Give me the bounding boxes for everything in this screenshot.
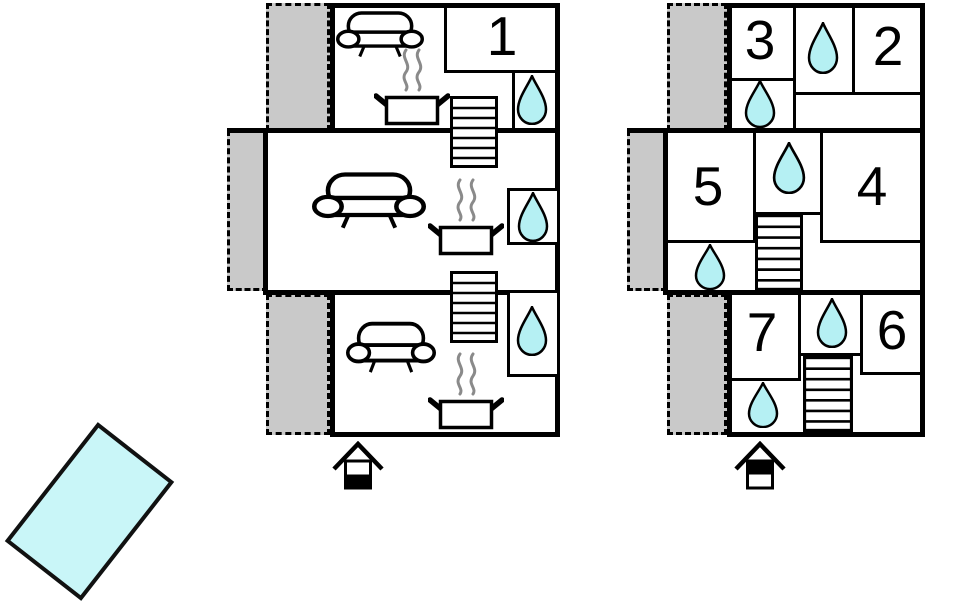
terrace-left-middle — [227, 130, 268, 291]
room-3-label: 3 — [744, 8, 776, 71]
room-1-label: 1 — [486, 4, 518, 67]
sofa-icon — [312, 172, 426, 229]
terrace-right-top — [667, 3, 727, 131]
water-drop-icon — [516, 306, 548, 356]
wall-room5-bottom — [663, 240, 756, 243]
stove-icon — [374, 48, 450, 126]
stove-icon — [428, 178, 504, 256]
entrance-icon-lower — [332, 441, 384, 490]
wall-bath-top-left — [512, 70, 515, 130]
stove-icon — [428, 352, 504, 430]
water-drop-icon — [747, 382, 779, 428]
wall-segment — [627, 128, 667, 133]
room-4-label: 4 — [856, 154, 888, 217]
water-drop-icon — [772, 142, 806, 194]
wall-hall-top — [793, 92, 925, 95]
wall-room6-bottom — [860, 372, 925, 375]
water-drop-icon — [517, 192, 549, 242]
terrace-right-middle — [627, 130, 667, 291]
entrance-icon-upper — [734, 441, 786, 490]
wall-room1-left — [444, 3, 447, 73]
room-6-label: 6 — [876, 298, 908, 361]
wall-room4-left — [820, 133, 823, 243]
terrace-right-bottom — [667, 294, 727, 435]
stairs-icon — [450, 96, 498, 168]
wall-segment — [263, 290, 333, 295]
water-drop-icon — [694, 244, 726, 290]
terrace-left-top — [266, 3, 330, 131]
water-drop-icon — [516, 75, 548, 125]
bathroom-box-bottom — [507, 290, 560, 377]
terrace-left-bottom — [266, 294, 330, 435]
water-drop-icon — [744, 80, 776, 128]
wall-room6-left — [860, 290, 863, 375]
room-7-label: 7 — [746, 300, 778, 363]
stairs-icon — [755, 214, 803, 291]
wall-segment — [227, 128, 267, 133]
room-2-label: 2 — [872, 14, 904, 77]
water-drop-icon — [816, 298, 848, 348]
wall-room7-right — [798, 290, 801, 380]
swimming-pool-icon — [4, 422, 175, 601]
water-drop-icon — [807, 22, 839, 74]
wall-room2-left — [852, 3, 855, 95]
wall-bath-mid-bottom — [753, 212, 823, 215]
wall-room3-bottom — [727, 78, 796, 81]
wall-room7-bottom — [727, 378, 801, 381]
wall-room5-right — [753, 133, 756, 243]
wall-room3-right — [793, 3, 796, 133]
stairs-icon — [450, 271, 498, 343]
wall-room1-bottom — [444, 70, 560, 73]
sofa-icon — [336, 11, 424, 58]
wall-segment — [663, 290, 730, 295]
room-5-label: 5 — [692, 154, 724, 217]
stairs-icon — [803, 356, 853, 432]
sofa-icon — [346, 321, 436, 373]
wall-bath-bot-bottom — [798, 353, 863, 356]
wall-room4-bottom — [820, 240, 925, 243]
